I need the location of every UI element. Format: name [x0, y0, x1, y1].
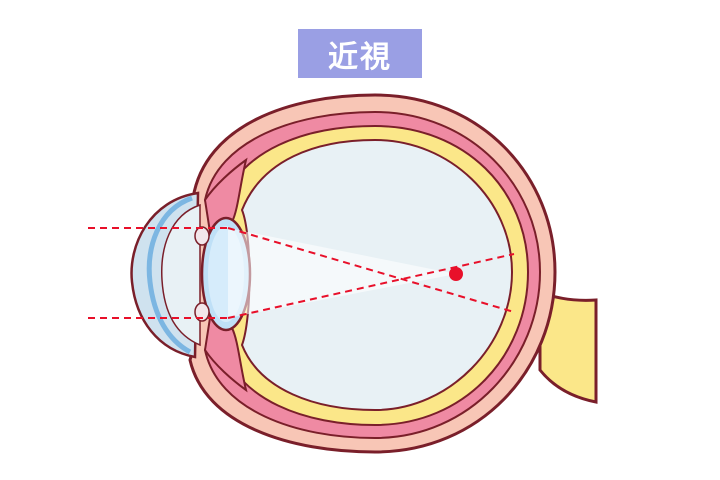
ray-lower-refracted: [227, 253, 515, 319]
optic-nerve: [538, 289, 598, 404]
cornea-edge: [146, 195, 193, 355]
ciliary-knob-lower: [194, 302, 210, 322]
focal-point: [449, 267, 463, 281]
title-label: 近視: [328, 39, 392, 75]
light-cone: [228, 228, 456, 318]
title-badge: 近視: [298, 29, 422, 78]
iris-lower: [203, 316, 248, 393]
ciliary-knob-upper: [194, 226, 210, 246]
anterior-chamber: [161, 203, 201, 347]
ray-upper-refracted: [227, 227, 515, 313]
iris-upper: [203, 157, 248, 234]
